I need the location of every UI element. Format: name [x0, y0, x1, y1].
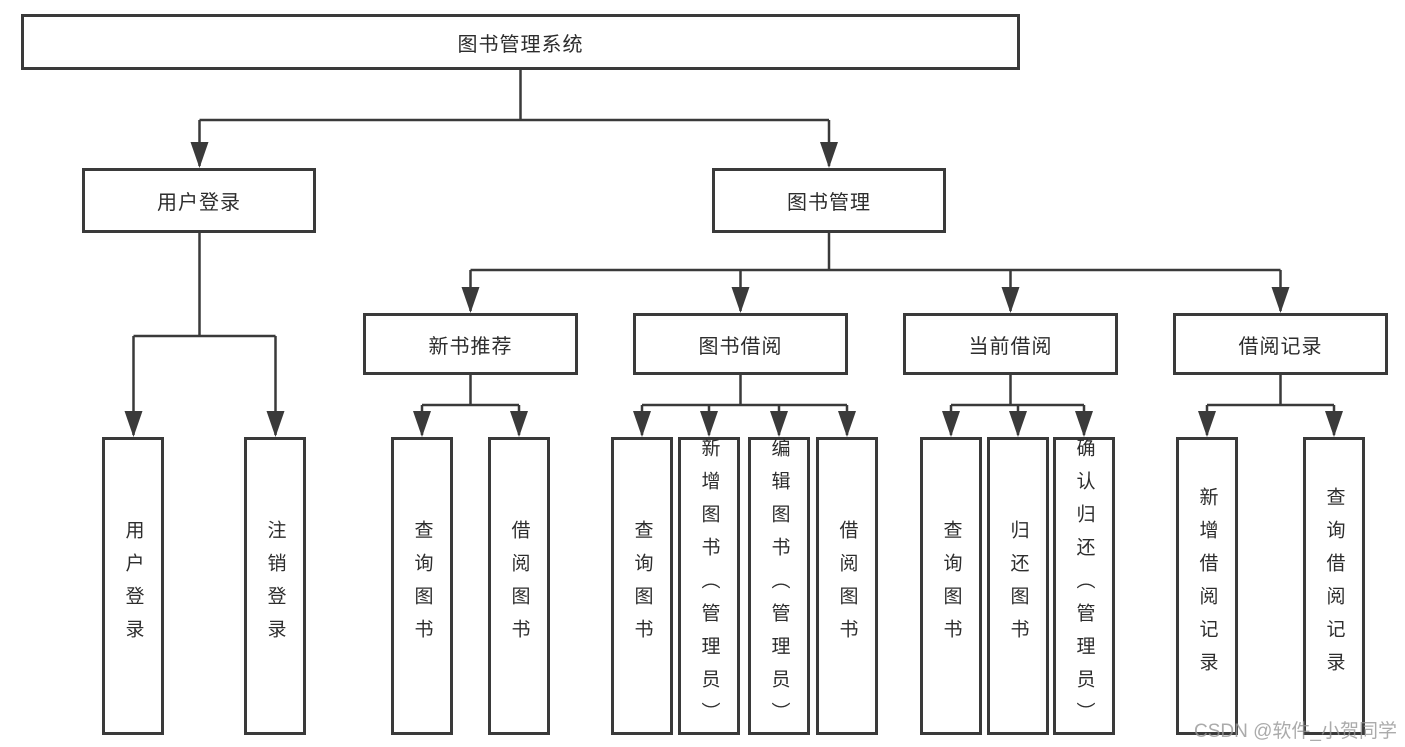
node-user-login: 用户登录 — [82, 168, 316, 233]
leaf-edit-books-admin: 编辑图书（管理员） — [748, 437, 810, 735]
leaf-query-books-recommend: 查询图书 — [391, 437, 453, 735]
leaf-add-books-admin: 新增图书（管理员） — [678, 437, 740, 735]
leaf-query-books-borrowing-label: 查询图书 — [631, 520, 653, 652]
node-user-login-label: 用户登录 — [157, 192, 241, 214]
watermark: CSDN @软件_小贺同学 — [1194, 721, 1397, 742]
leaf-borrow-books-label: 借阅图书 — [836, 520, 858, 652]
leaf-query-books-borrowing: 查询图书 — [611, 437, 673, 735]
leaf-borrow-books-recommend-label: 借阅图书 — [508, 520, 530, 652]
leaf-return-books: 归还图书 — [987, 437, 1049, 735]
leaf-confirm-return-admin-label: 确认归还（管理员） — [1073, 437, 1095, 735]
leaf-query-borrow-record: 查询借阅记录 — [1303, 437, 1365, 735]
leaf-query-books-current-label: 查询图书 — [940, 520, 962, 652]
leaf-borrow-books-recommend: 借阅图书 — [488, 437, 550, 735]
node-new-book-recommend: 新书推荐 — [363, 313, 578, 375]
leaf-confirm-return-admin: 确认归还（管理员） — [1053, 437, 1115, 735]
leaf-logout-label: 注销登录 — [264, 520, 286, 652]
leaf-query-borrow-record-label: 查询借阅记录 — [1323, 487, 1345, 685]
node-book-borrowing: 图书借阅 — [633, 313, 848, 375]
node-borrowing-records: 借阅记录 — [1173, 313, 1388, 375]
node-current-borrowing-label: 当前借阅 — [968, 335, 1053, 358]
node-new-book-recommend-label: 新书推荐 — [428, 335, 513, 358]
leaf-logout: 注销登录 — [244, 437, 306, 735]
leaf-user-login-label: 用户登录 — [122, 520, 144, 652]
leaf-add-borrow-record-label: 新增借阅记录 — [1196, 487, 1218, 685]
leaf-query-books-recommend-label: 查询图书 — [411, 520, 433, 652]
node-current-borrowing: 当前借阅 — [903, 313, 1118, 375]
node-library-system: 图书管理系统 — [21, 14, 1020, 70]
node-library-system-label: 图书管理系统 — [457, 33, 584, 56]
node-book-borrowing-label: 图书借阅 — [698, 335, 783, 358]
leaf-return-books-label: 归还图书 — [1007, 520, 1029, 652]
leaf-query-books-current: 查询图书 — [920, 437, 982, 735]
leaf-edit-books-admin-label: 编辑图书（管理员） — [768, 437, 790, 735]
node-borrowing-records-label: 借阅记录 — [1238, 335, 1323, 358]
leaf-add-books-admin-label: 新增图书（管理员） — [698, 437, 720, 735]
leaf-borrow-books: 借阅图书 — [816, 437, 878, 735]
node-book-management-label: 图书管理 — [787, 192, 871, 214]
arrowheads — [124, 142, 1343, 437]
node-book-management: 图书管理 — [712, 168, 946, 233]
leaf-user-login: 用户登录 — [102, 437, 164, 735]
leaf-add-borrow-record: 新增借阅记录 — [1176, 437, 1238, 735]
